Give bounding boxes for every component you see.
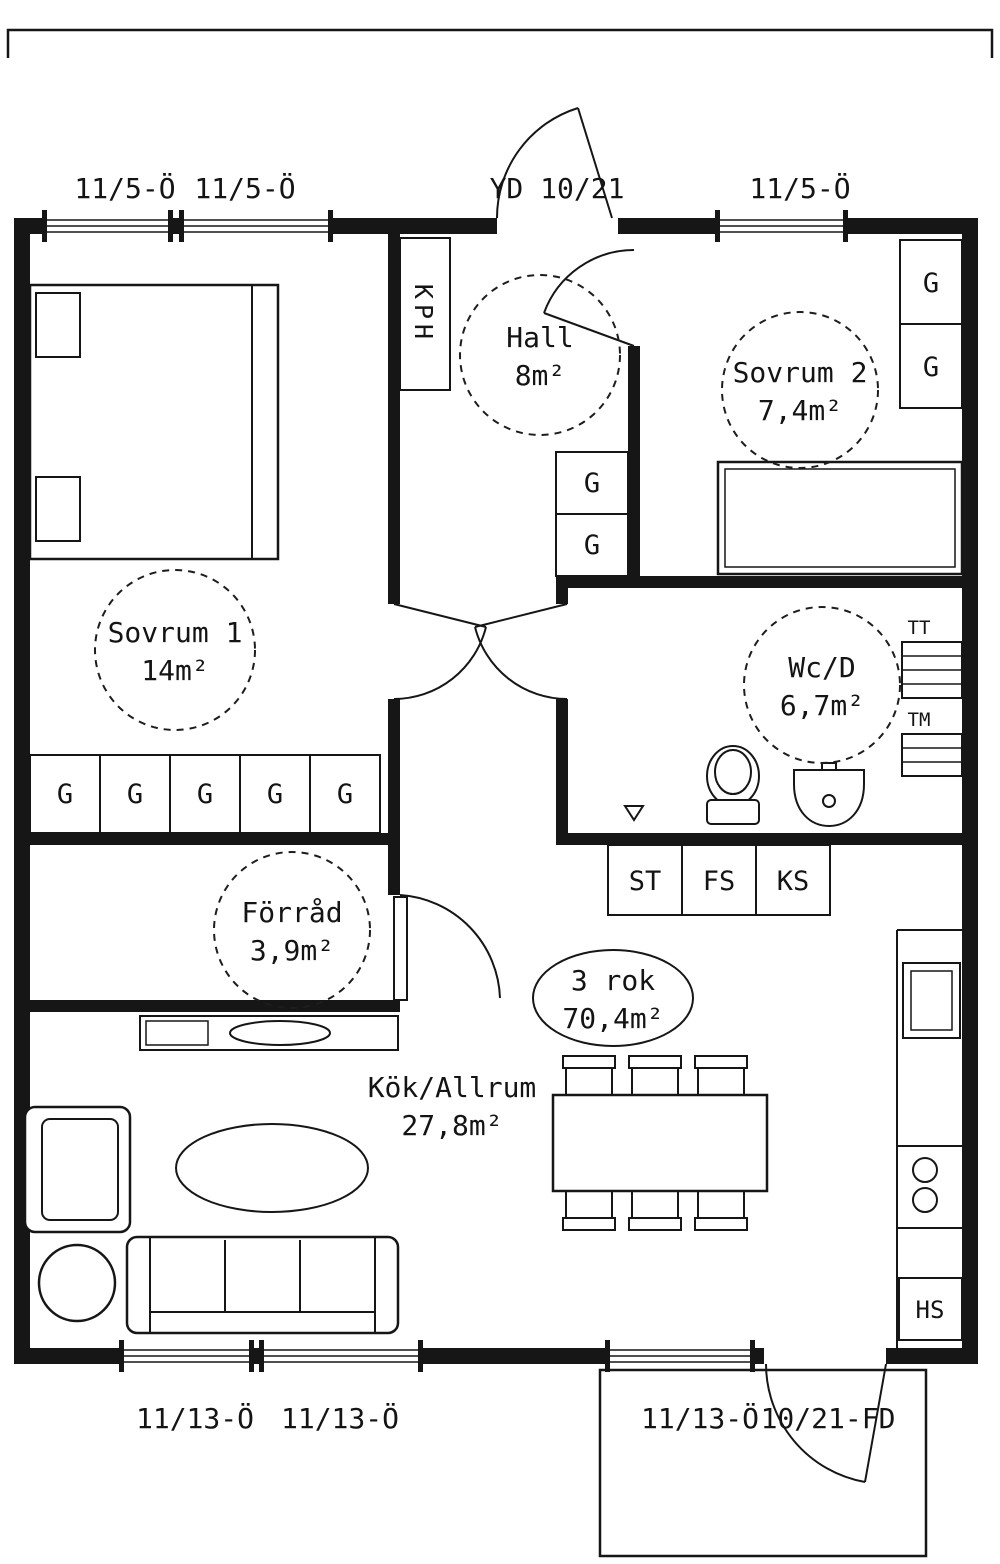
bed-sovrum1 [28,283,280,561]
oven [902,962,961,1039]
exterior-door-swing [765,1363,887,1483]
wardrobe-label: G [127,779,143,810]
room-label-wcd: Wc/D 6,7m² [743,606,901,764]
entrance-porch [598,1368,928,1558]
armchair [23,1105,132,1234]
wardrobe-label: G [197,779,213,810]
wardrobe-label: G [337,779,353,810]
entry-door-opening [497,216,618,236]
dining-table [551,1093,769,1193]
st-label: ST [629,866,662,897]
dining-chair [562,1187,616,1231]
hs-label: HS [916,1296,945,1324]
window-top-3 [715,210,848,242]
kitchen-counter: HS [896,929,963,1348]
window-label: 11/13-Ö [641,1401,759,1435]
room-name: Wc/D [788,651,855,684]
sofa [125,1235,400,1335]
dining-chair [628,1187,682,1231]
entry-door-swing [495,107,613,219]
summary-area: 70,4m² [562,1002,663,1035]
dining-chair [562,1055,616,1099]
wcd-door-swing [474,603,568,700]
room-area: 7,4m² [758,394,842,427]
appliance-row: ST FS KS [607,844,831,916]
dining-chair [694,1055,748,1099]
room-name: Sovrum 2 [733,356,868,389]
ks-label: KS [777,866,810,897]
room-label-forrad: Förråd 3,9m² [213,851,371,1009]
washbasin [793,762,865,828]
room-label-kok: Kök/Allrum 27,8m² [368,1071,537,1142]
exterior-door-opening [764,1346,886,1366]
room-name: Sovrum 1 [108,616,243,649]
sovrum1-door-swing [393,603,487,700]
window-label: 11/13-Ö [281,1401,399,1435]
dining-chair [628,1055,682,1099]
walls [14,218,978,1364]
floor-drain [623,805,645,822]
wardrobe-row-sovrum1: G G G G G [29,754,381,834]
window-top-2 [179,210,333,242]
dining-chair [694,1187,748,1231]
room-area: 8m² [515,359,566,392]
tt-tm-shelving: TT TM [901,617,963,777]
tt-label: TT [908,617,931,639]
wardrobe-label: G [923,268,939,299]
wardrobe-label: G [267,779,283,810]
window-bottom-2 [259,1340,423,1372]
room-name: Hall [506,321,573,354]
apartment-summary: 3 rok 70,4m² [532,949,694,1047]
window-label: 11/5-Ö [74,171,175,205]
summary-label: 3 rok [571,964,655,997]
kph-cabinet: KPH [399,237,451,391]
room-label-hall: Hall 8m² [459,274,621,436]
room-area: 3,9m² [250,934,334,967]
window-bottom-3 [605,1340,755,1372]
rug [175,1123,369,1213]
room-name: Kök/Allrum [368,1071,537,1104]
wardrobe-label: G [923,352,939,383]
forrad-door-swing [393,894,501,1001]
window-label: 11/5-Ö [749,171,850,205]
wardrobe-label: G [57,779,73,810]
tm-label: TM [908,709,931,731]
kph-label: KPH [409,284,438,344]
window-label: 11/13-Ö [136,1401,254,1435]
window-bottom-1 [119,1340,254,1372]
window-label: 11/5-Ö [194,171,295,205]
hs-cabinet [898,1277,963,1341]
room-area: 6,7m² [780,689,864,722]
tv-bench [139,1015,399,1051]
room-label-sovrum1: Sovrum 1 14m² [94,569,256,731]
sink-bowl [912,1187,938,1213]
room-name: Förråd [241,896,342,929]
toilet [706,745,760,825]
room-area: 27,8m² [401,1109,502,1142]
wardrobes-sovrum2: G G [899,239,963,409]
exterior-door-label: 10/21-FD [761,1402,896,1435]
entry-door-label: YD 10/21 [490,172,625,205]
opening-labels: 11/5-Ö 11/5-Ö YD 10/21 11/5-Ö 11/13-Ö 11… [74,171,895,1435]
bed-sovrum2 [716,460,964,576]
wardrobe-label: G [584,468,600,499]
wardrobe-label: G [584,530,600,561]
sink-bowl [912,1157,938,1183]
window-top-1 [42,210,173,242]
coffee-table [37,1243,117,1323]
room-area: 14m² [141,654,208,687]
room-label-sovrum2: Sovrum 2 7,4m² [721,311,879,469]
fs-label: FS [703,866,736,897]
wardrobes-hall: G G [555,451,629,577]
site-boundary-line [6,28,994,58]
